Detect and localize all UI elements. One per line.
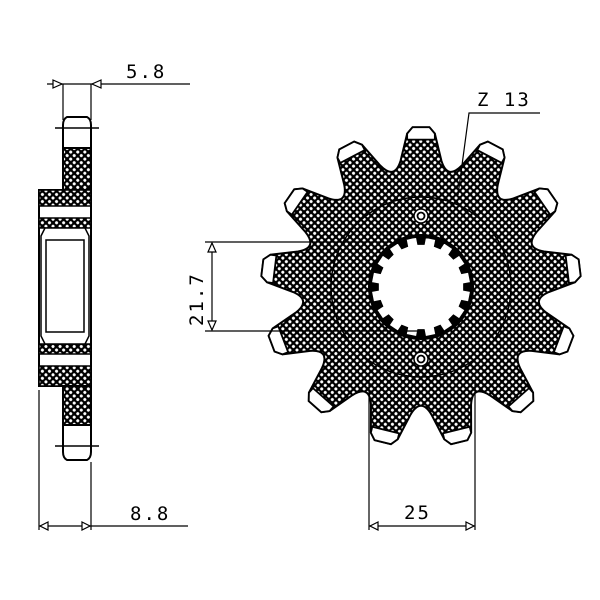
tooth-tip <box>336 140 367 165</box>
tooth-tip <box>552 325 575 356</box>
tooth-tip <box>283 187 309 216</box>
tooth-tip <box>267 325 290 356</box>
thickness-label: 5.8 <box>126 61 166 83</box>
side-tooth-bottom <box>62 424 92 461</box>
front-view <box>260 126 582 446</box>
tooth-tip <box>406 126 436 141</box>
teeth-count-callout: Z 13 <box>457 89 540 196</box>
hub-width-label: 8.8 <box>130 503 170 525</box>
tooth-tip <box>533 187 559 216</box>
spline-diameter-label: 21.7 <box>186 272 208 326</box>
teeth-count-label: Z 13 <box>477 89 531 111</box>
hub-circle <box>330 196 512 378</box>
bolt-spacing-label: 25 <box>404 502 431 524</box>
tooth-tip <box>441 425 473 446</box>
side-tooth-top <box>62 116 92 149</box>
dimension-spline: 21.7 <box>186 241 422 332</box>
tooth-tip <box>564 253 582 284</box>
tooth-tip <box>369 425 401 446</box>
dimension-thickness: 5.8 <box>47 61 190 120</box>
tooth-tip <box>307 386 335 414</box>
dimension-bolt-spacing: 25 <box>368 380 476 531</box>
side-view <box>38 116 99 461</box>
tooth-tip <box>260 253 278 284</box>
tooth-tip <box>475 140 506 165</box>
dimension-hub-width: 8.8 <box>38 390 188 531</box>
tooth-tip <box>507 386 535 414</box>
